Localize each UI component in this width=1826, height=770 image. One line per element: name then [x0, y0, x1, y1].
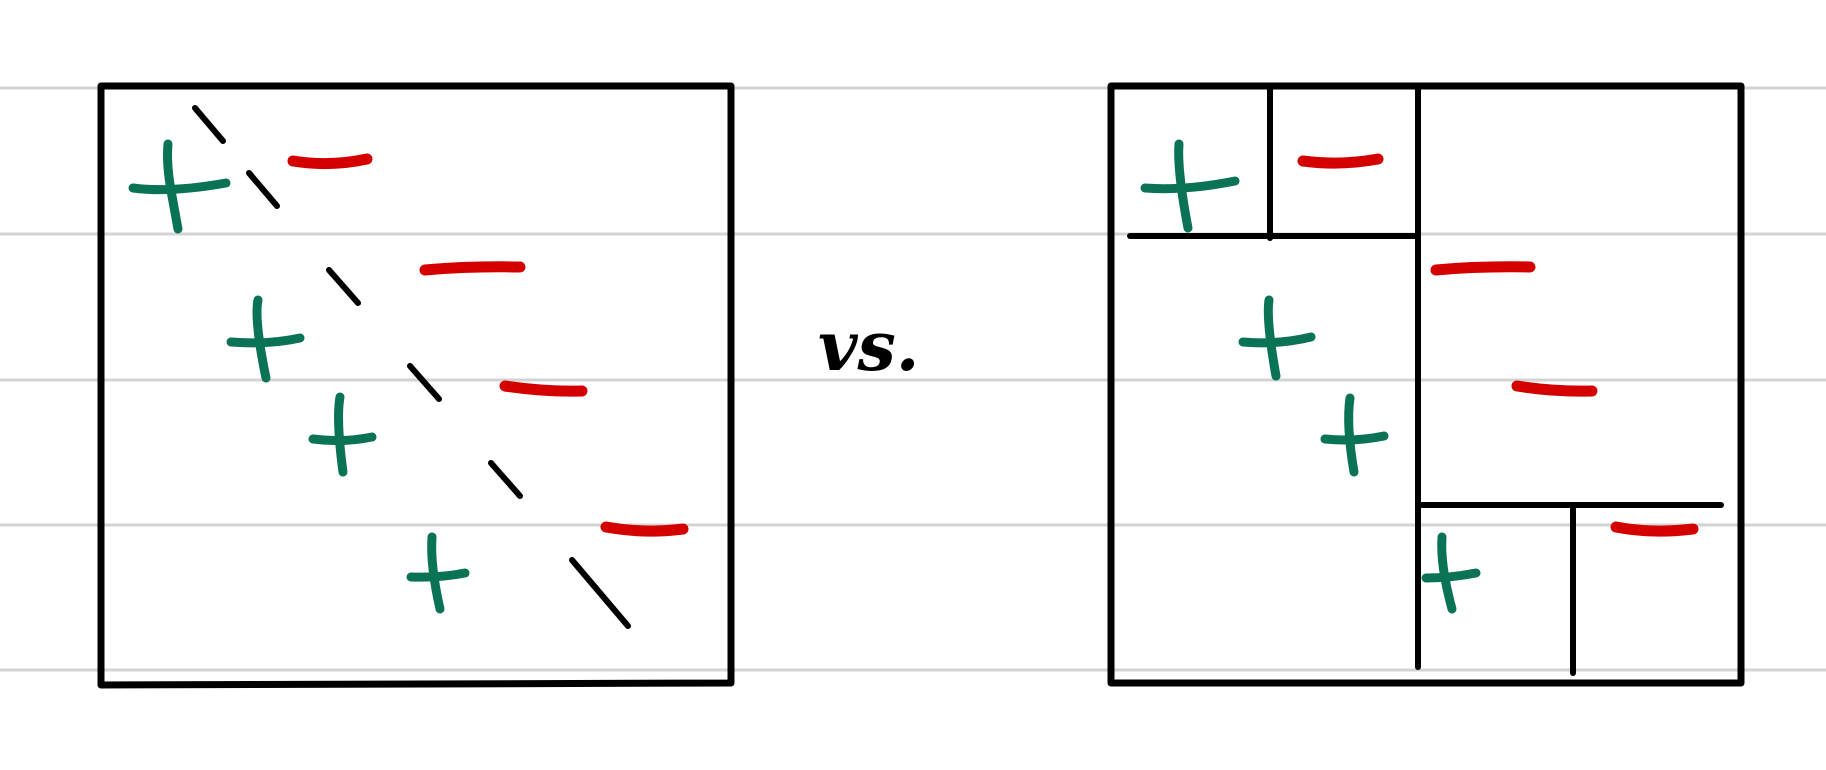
right-panel: + + + + [1107, 82, 1745, 687]
axis-aligned-splits [1127, 85, 1724, 676]
positive-mark: + [128, 139, 231, 234]
boundary-dash [246, 170, 280, 209]
right-panel-frame [1107, 82, 1745, 687]
negative-mark [1297, 153, 1384, 169]
negative-mark [1610, 521, 1699, 537]
vs-label: vs. [818, 307, 919, 387]
boundary-dash [407, 363, 442, 402]
boundary-dash [488, 460, 523, 499]
boundary-dash [326, 267, 361, 306]
positive-mark: + [406, 532, 470, 614]
diagonal-boundary [192, 105, 631, 629]
negative-mark [419, 261, 526, 276]
boundary-dash [569, 557, 631, 629]
negative-mark [1511, 380, 1598, 397]
positive-mark: + [308, 392, 377, 477]
positive-mark: + [1320, 393, 1389, 477]
boundary-dash [192, 105, 226, 144]
negative-mark [499, 380, 588, 397]
negative-mark [1430, 261, 1536, 276]
positive-mark: + [1421, 532, 1481, 614]
negative-mark [287, 153, 373, 170]
left-panel-frame [97, 82, 735, 689]
positive-mark: + [1140, 139, 1240, 233]
positive-mark: + [226, 295, 305, 383]
positive-mark: + [1238, 295, 1316, 381]
negative-mark [600, 521, 689, 537]
left-panel: + + + + [97, 82, 735, 689]
